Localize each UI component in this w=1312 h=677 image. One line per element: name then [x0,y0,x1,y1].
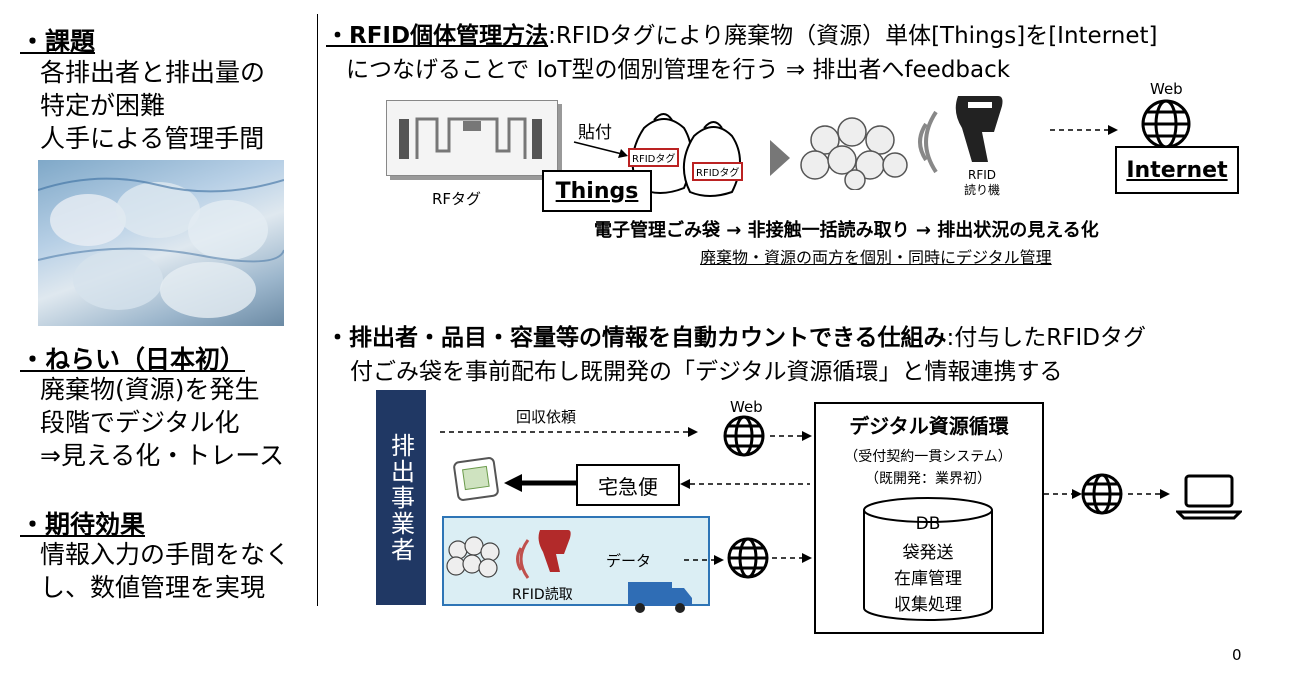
dashed-arrow-5 [1128,489,1170,499]
db-item: 在庫管理 [894,569,962,589]
section1-heading-rest: :RFIDタグにより廃棄物（資源）単体[Things]を[Internet] [548,23,1158,49]
rfid-reader-icon-2 [538,530,571,572]
tablet-icon [453,457,499,501]
emitter-bar: 排出事業者 [376,390,426,605]
truck-icon [628,582,692,613]
internet-box: Internet [1115,146,1239,194]
things-box: Things [542,170,652,212]
emitter-label: 排出事業者 [386,432,415,563]
section2-heading-bold: ・排出者・品目・容量等の情報を自動カウントできる仕組み [326,325,947,351]
web-label-1: Web [1150,80,1183,98]
wireless-signal-icon [918,110,938,174]
dashed-arrow-delivery [680,479,810,489]
rfid-tag-label-1: RFIDタグ [628,148,680,167]
dashed-arrow-3 [772,553,812,563]
process-arrow-icon [770,140,790,176]
db-label: DB [915,514,941,534]
section2-heading-rest: :付与したRFIDタグ [946,325,1146,351]
rfid-reader-icon [955,96,1003,162]
dashed-arrow-2 [770,431,812,441]
garbage-pile-icon [800,117,908,190]
garbage-bags-illustration [37,177,285,318]
dashed-arrow-data [684,555,724,565]
rf-tag-label: RFタグ [432,190,482,208]
flow-text: 電子管理ごみ袋 → 非接触一括読み取り → 排出状況の見える化 [594,220,1099,241]
aim-body: 廃棄物(資源)を発生 段階でデジタル化 ⇒見える化・トレース [40,375,284,470]
dashed-arrow-4 [1044,489,1082,499]
section2-heading-line1: ・排出者・品目・容量等の情報を自動カウントできる仕組み:付与したRFIDタグ [326,318,1146,352]
column-divider [317,14,318,606]
rf-tag-image [386,100,558,176]
rfid-reader-label: RFID 読り機 [964,168,1001,197]
system-subtitle-2: （既開発：業界初） [865,471,991,487]
page-number: 0 [1232,646,1242,664]
database-icon [863,497,993,621]
delivery-box: 宅急便 [576,464,680,506]
web-label-2: Web [730,398,763,416]
rfid-read-label: RFID読取 [512,587,573,603]
rfid-tag-label-2: RFIDタグ [692,162,744,181]
rf-tag-antenna-icon [399,117,542,159]
flow-subtext: 廃棄物・資源の両方を個別・同時にデジタル管理 [700,248,1052,267]
section1-heading-line2: につなげることで IoT型の個別管理を行う ⇒ 排出者へfeedback [346,57,1011,83]
system-subtitle-1: （受付契約一貫システム） [844,449,1012,465]
attach-label: 貼付 [578,123,612,143]
section2-heading-line2: 付ごみ袋を事前配布し既開発の「デジタル資源循環」と情報連携する [350,359,1063,385]
thick-arrow-left [504,474,576,492]
wireless-signal-icon-2 [516,539,530,579]
attach-arrow [573,141,628,158]
globe-icon-4 [1081,473,1123,515]
effect-body: 情報入力の手間をなく し、数値管理を実現 [40,540,291,602]
issue-body: 各排出者と排出量の 特定が困難 人手による管理手間 [40,58,266,153]
garbage-pile-icon-2 [446,536,500,578]
collect-request-label: 回収依頼 [516,408,577,426]
system-title: デジタル資源循環 [849,414,1009,438]
section1-heading-line1: ・RFID個体管理方法:RFIDタグにより廃棄物（資源）単体[Things]を[… [326,16,1157,50]
db-item: 収集処理 [894,595,962,615]
aim-title: ・ねらい（日本初） [20,345,246,374]
collect-request-arrow [440,427,698,437]
garbage-bags-photo [37,160,285,326]
data-label: データ [606,552,652,570]
issue-title: ・課題 [20,27,96,56]
globe-icon-3 [727,537,769,579]
globe-icon-2 [723,415,765,457]
section1-heading-bold: ・RFID個体管理方法 [326,23,549,49]
effect-title: ・期待効果 [20,510,146,539]
dashed-arrow-1 [1050,125,1118,135]
globe-icon [1141,99,1191,149]
laptop-icon [1176,474,1242,520]
db-item: 袋発送 [902,543,954,563]
